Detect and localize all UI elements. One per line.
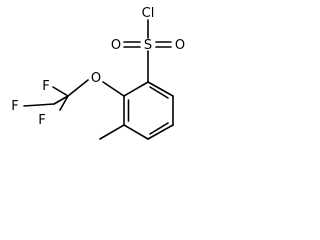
ring-double-bond-inner-3 [149,86,169,99]
substituent-bonds [52,19,172,140]
atom-o-left: O [111,38,121,53]
atom-cl: Cl [142,6,155,21]
ring-bond-c3-c4 [123,124,149,140]
benzene-ring [123,81,174,140]
atom-s: S [144,38,152,53]
ring-double-bond-inner-2 [149,122,169,135]
bond-cf3-f-bottom [59,95,69,111]
atom-f-bottom: F [38,113,45,128]
bond-cf3-f-left [53,95,69,105]
ring-bond-c6-c1 [147,81,174,97]
bond-cf3-f-left-ext [23,103,55,107]
atom-f-left: F [11,99,18,114]
atom-f-top: F [42,79,49,94]
atom-o-ether: O [91,71,101,86]
bond-cf3-f-top [52,86,69,97]
structure-diagram: Cl S O O O F F F [11,6,185,140]
ring-bond-c1-c2 [123,81,149,97]
atom-o-right: O [175,38,185,53]
atom-labels: Cl S O O O F F F [11,6,185,128]
bond-c3-methyl [99,124,125,140]
bond-o-ether-cf3 [67,79,89,97]
ring-bond-c4-c5 [147,124,174,140]
bond-c2-o-ether [102,81,125,97]
